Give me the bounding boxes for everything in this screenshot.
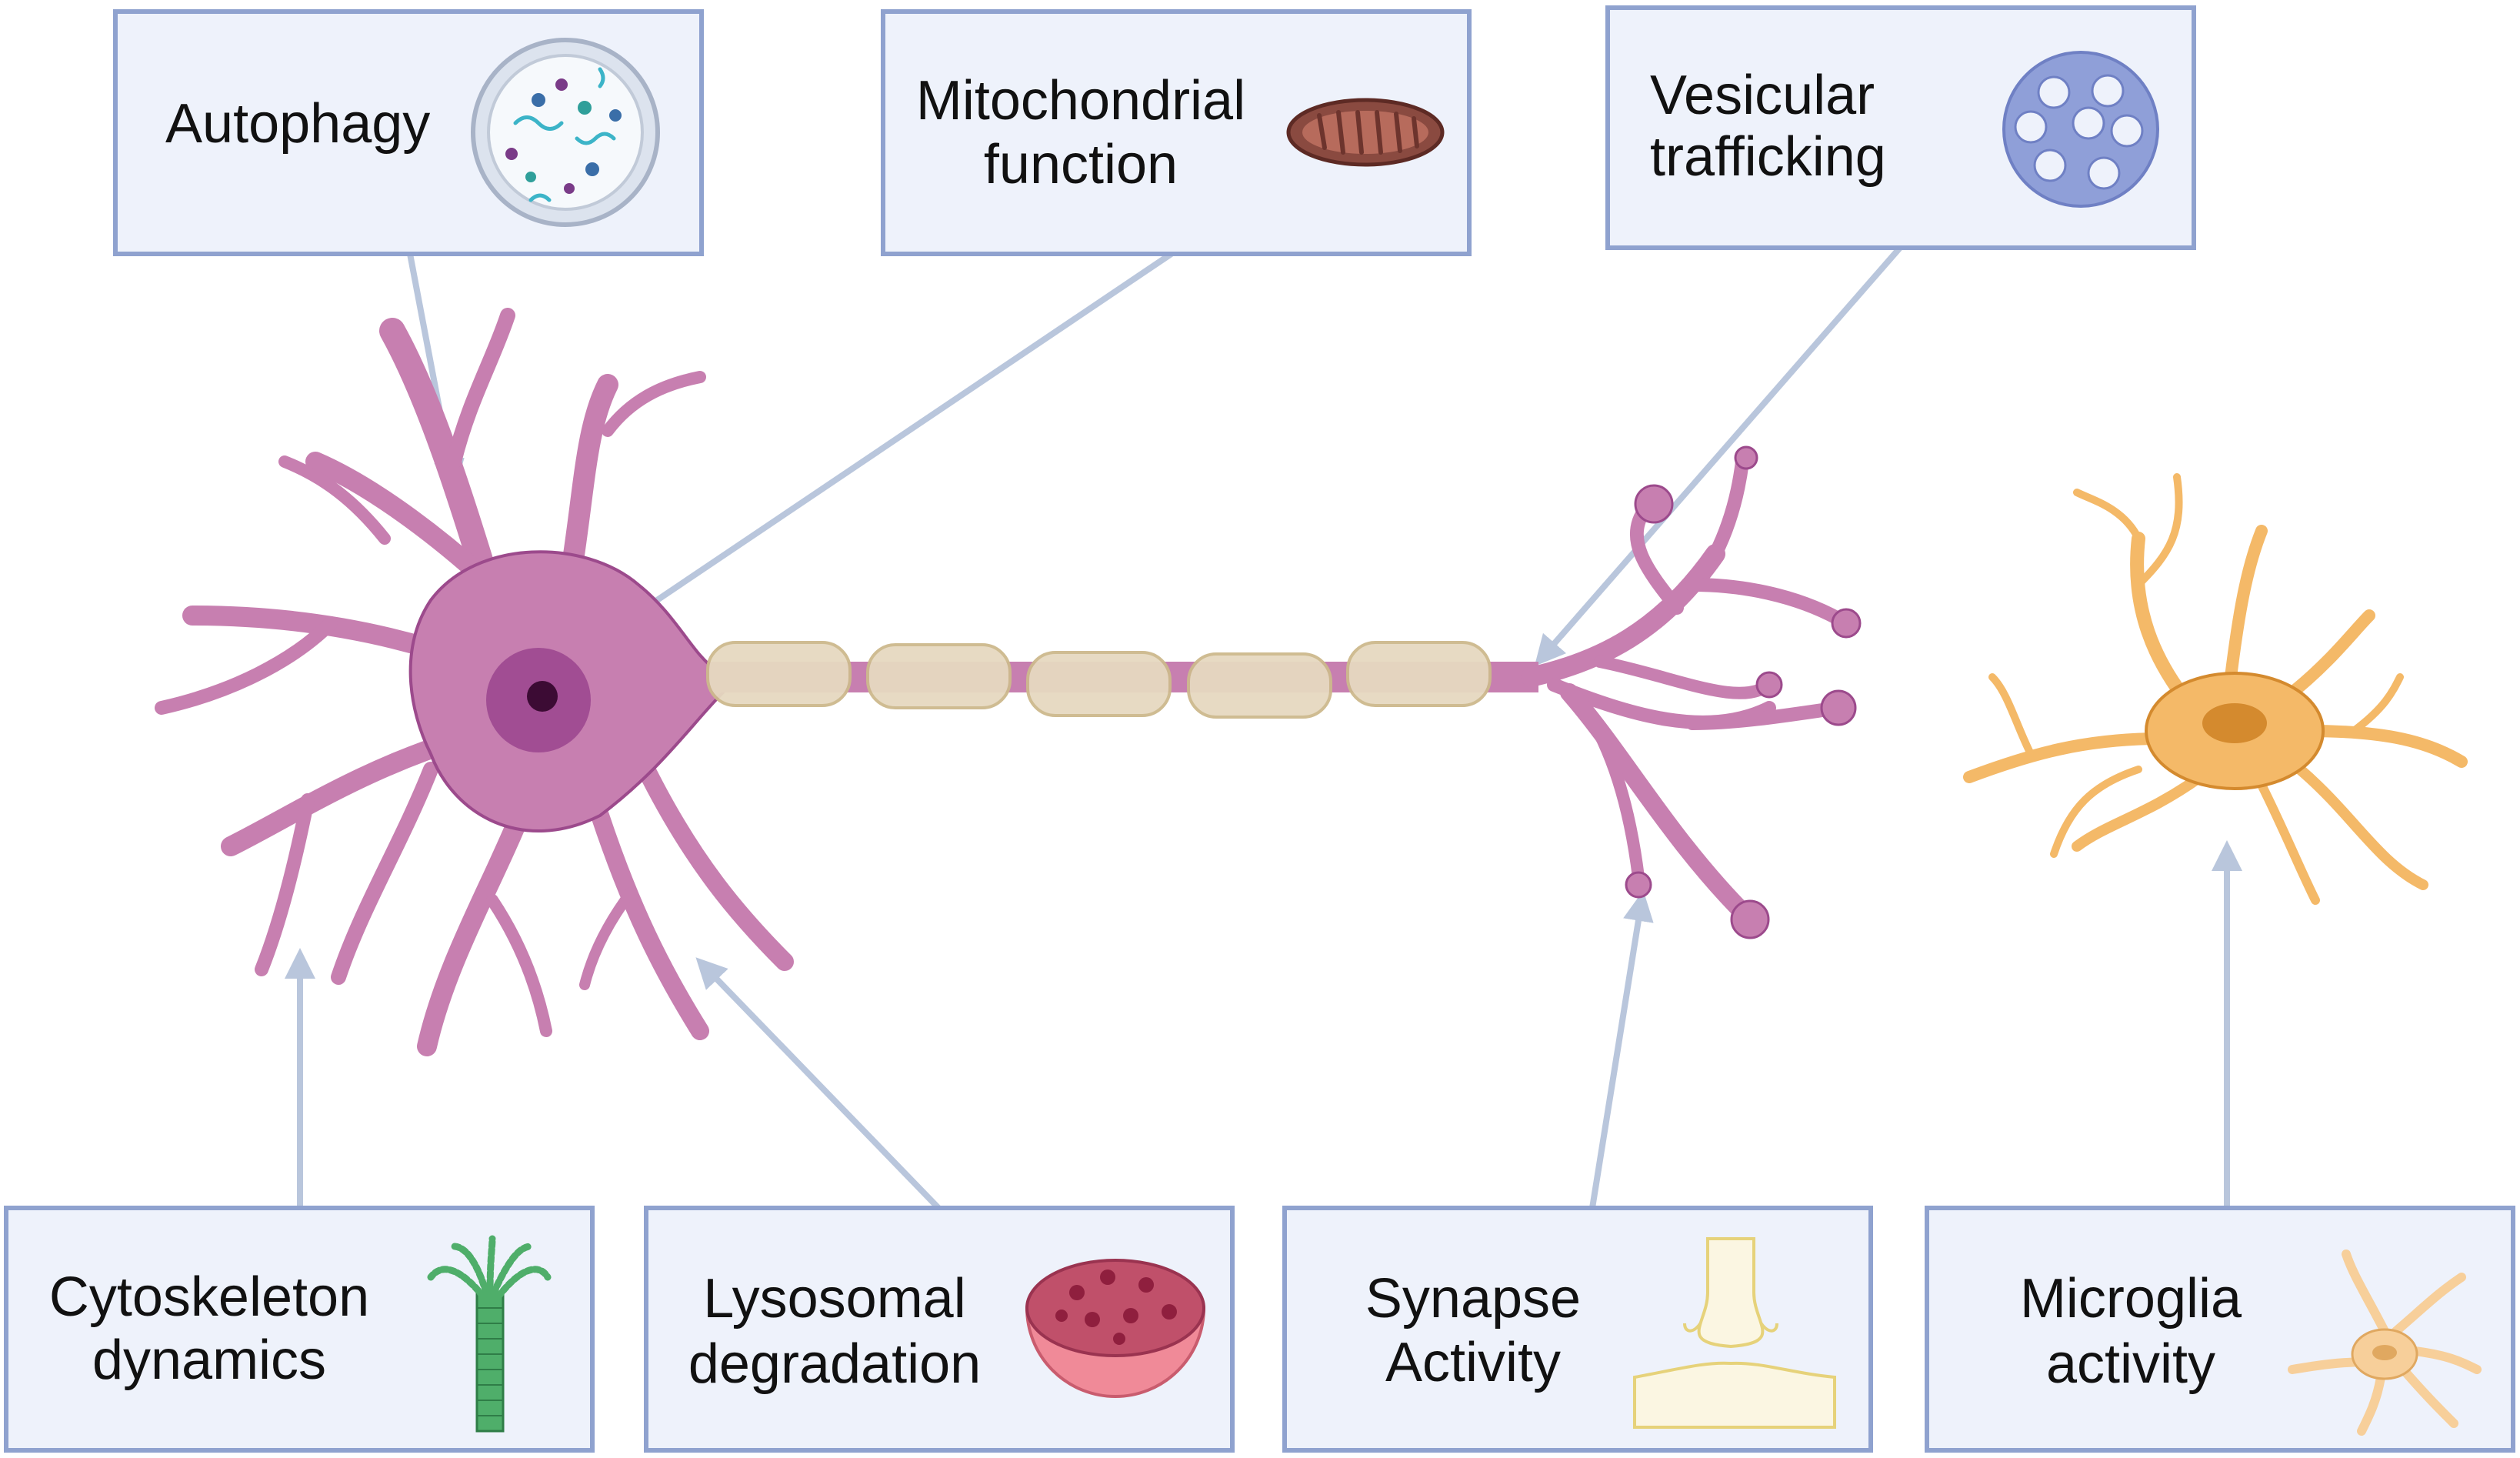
microglia-icon [2288, 1249, 2482, 1436]
label-synapse-line1: Synapse [1365, 1268, 1581, 1330]
label-lysosomal-line2: degradation [688, 1333, 981, 1395]
box-cytoskeleton: Cytoskeleton dynamics [4, 1206, 595, 1453]
label-mitochondrial-line1: Mitochondrial [916, 70, 1245, 132]
label-vesicular-line2: trafficking [1650, 126, 1886, 188]
terminal-boutons [1625, 445, 1862, 939]
lysosome-icon [1025, 1259, 1206, 1398]
label-vesicular-line1: Vesicular [1650, 65, 1875, 126]
microglia-cell [1963, 473, 2468, 905]
connector-arrows [285, 245, 2242, 1210]
petri-dish-icon [471, 38, 660, 227]
neuron-nucleolus [527, 681, 558, 712]
label-mitochondrial-line2: function [984, 134, 1178, 195]
label-synapse-line2: Activity [1385, 1332, 1561, 1393]
mitochondrion-icon [1286, 98, 1445, 167]
vesicle-icon [2002, 51, 2159, 208]
axon-terminals [1521, 455, 1853, 925]
myelin-sheaths [706, 641, 1492, 719]
arrow-vesicular [1534, 245, 1903, 667]
synapse-icon [1633, 1237, 1836, 1429]
arrow-synapse [1589, 890, 1654, 1209]
label-microglia-line2: activity [2046, 1333, 2215, 1395]
label-lysosomal-line1: Lysosomal [703, 1268, 965, 1330]
box-autophagy: Autophagy [113, 9, 704, 256]
neuron [155, 308, 1862, 1056]
label-cytoskeleton-line1: Cytoskeleton [49, 1266, 369, 1328]
microtubule-icon [427, 1235, 552, 1433]
box-microglia: Microglia activity [1925, 1206, 2515, 1453]
box-lysosomal: Lysosomal degradation [644, 1206, 1235, 1453]
arrow-lysosomal [695, 957, 941, 1210]
label-microglia-line1: Microglia [2020, 1268, 2242, 1330]
box-mitochondrial: Mitochondrial function [881, 9, 1472, 256]
label-autophagy: Autophagy [165, 93, 430, 155]
arrow-mitochondrial [595, 247, 1179, 642]
microglia-nucleus [2202, 703, 2267, 743]
box-vesicular: Vesicular trafficking [1605, 5, 2196, 250]
box-synapse: Synapse Activity [1282, 1206, 1873, 1453]
label-cytoskeleton-line2: dynamics [92, 1330, 326, 1391]
